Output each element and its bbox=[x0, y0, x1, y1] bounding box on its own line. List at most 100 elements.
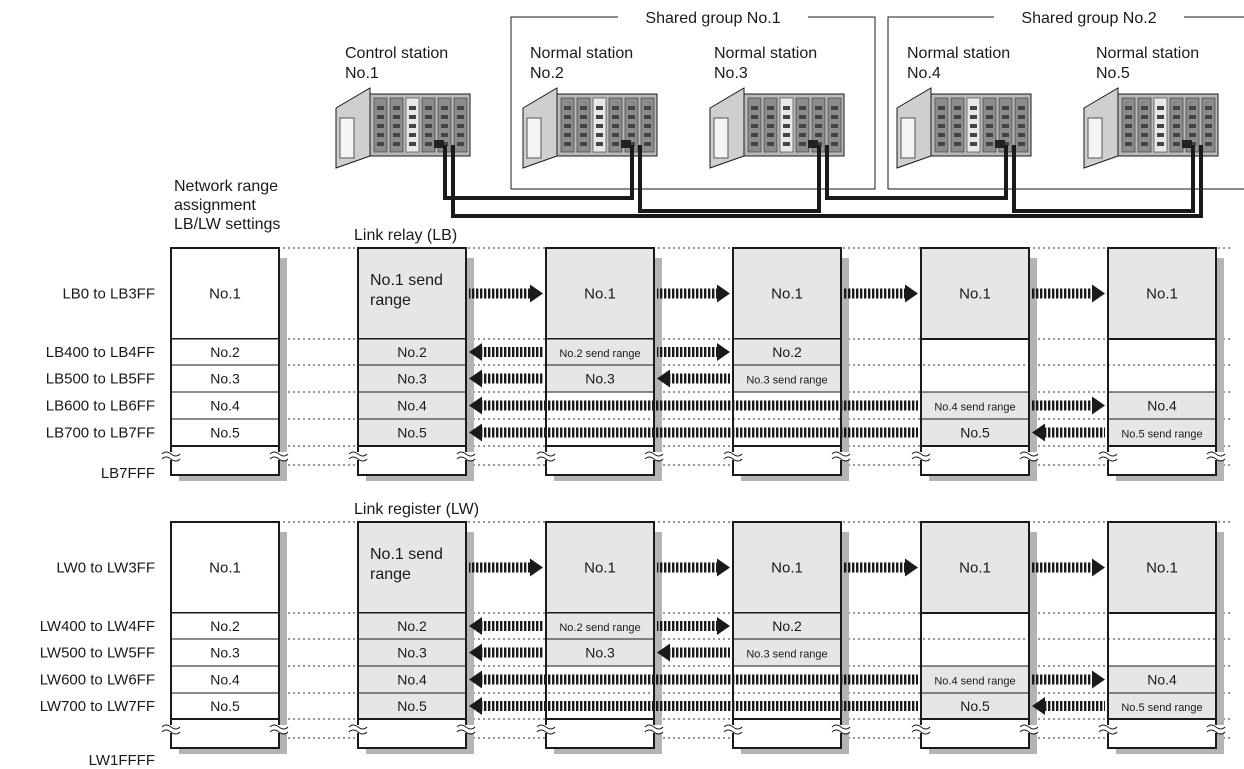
transfer-arrow bbox=[469, 343, 543, 361]
assignment-header-line: Network range bbox=[174, 178, 278, 195]
arrow-head bbox=[1092, 397, 1105, 415]
assignment-cell-text: No.3 bbox=[210, 645, 240, 661]
plc-led bbox=[799, 142, 806, 146]
plc-led bbox=[751, 115, 758, 119]
assignment-header-line: assignment bbox=[174, 197, 256, 214]
plc-led bbox=[954, 142, 961, 146]
plc-led bbox=[441, 124, 448, 128]
transfer-arrow bbox=[657, 343, 730, 361]
plc-side-slot bbox=[340, 118, 354, 158]
arrow-shaft bbox=[670, 374, 730, 384]
plc-led bbox=[580, 106, 587, 110]
station-label-line2: No.2 bbox=[530, 65, 564, 82]
plc-connector bbox=[808, 140, 818, 148]
range-end-label: LW1FFFF bbox=[89, 752, 155, 769]
station-label-line2: No.3 bbox=[714, 65, 748, 82]
row-address-label: LW500 to LW5FF bbox=[40, 645, 155, 662]
plc-led bbox=[1125, 142, 1132, 146]
plc-led bbox=[1189, 106, 1196, 110]
plc-led bbox=[783, 133, 790, 137]
plc-led bbox=[441, 115, 448, 119]
plc-station-icon bbox=[710, 88, 844, 168]
plc-led bbox=[938, 115, 945, 119]
plc-led bbox=[1189, 133, 1196, 137]
plc-led bbox=[628, 124, 635, 128]
plc-led bbox=[831, 142, 838, 146]
section-title: Link register (LW) bbox=[354, 501, 479, 518]
transfer-arrow bbox=[1032, 397, 1105, 415]
plc-led bbox=[628, 115, 635, 119]
plc-led bbox=[1002, 124, 1009, 128]
plc-led bbox=[815, 115, 822, 119]
break-gap bbox=[913, 452, 1037, 460]
shared-group-label: Shared group No.2 bbox=[1021, 10, 1156, 27]
break-gap bbox=[1100, 452, 1224, 460]
transfer-arrow bbox=[657, 285, 730, 303]
plc-led bbox=[441, 106, 448, 110]
plc-led bbox=[580, 142, 587, 146]
row-address-label: LB400 to LB4FF bbox=[46, 344, 155, 361]
transfer-arrow bbox=[469, 697, 918, 715]
row-address-label: LW700 to LW7FF bbox=[40, 698, 155, 715]
station-cell-text: No.3 bbox=[585, 645, 615, 661]
plc-led bbox=[596, 124, 603, 128]
station-cell-text: No.1 bbox=[584, 286, 616, 303]
arrow-shaft bbox=[482, 648, 543, 658]
station-cell-text: No.2 bbox=[772, 618, 802, 634]
plc-led bbox=[1157, 142, 1164, 146]
plc-led bbox=[986, 133, 993, 137]
break-gap bbox=[1100, 725, 1224, 733]
plc-led bbox=[954, 106, 961, 110]
plc-led bbox=[1189, 124, 1196, 128]
plc-led bbox=[1141, 142, 1148, 146]
plc-led bbox=[1018, 106, 1025, 110]
plc-led bbox=[1157, 115, 1164, 119]
station-cell-text: No.4 send range bbox=[934, 676, 1015, 688]
column-bottom bbox=[358, 446, 466, 475]
plc-led bbox=[783, 106, 790, 110]
station-cell-text: No.1 bbox=[1146, 560, 1178, 577]
plc-led bbox=[564, 124, 571, 128]
plc-led bbox=[1205, 124, 1212, 128]
arrow-shaft bbox=[657, 621, 717, 631]
station-cell-text: No.3 bbox=[397, 371, 427, 387]
plc-led bbox=[409, 124, 416, 128]
plc-led bbox=[970, 124, 977, 128]
plc-led bbox=[1018, 133, 1025, 137]
arrow-shaft bbox=[844, 563, 905, 573]
plc-led bbox=[628, 106, 635, 110]
transfer-arrow bbox=[657, 370, 730, 388]
plc-led bbox=[612, 133, 619, 137]
plc-led bbox=[564, 133, 571, 137]
plc-led bbox=[783, 142, 790, 146]
station-cell-text: No.5 bbox=[397, 698, 427, 714]
arrow-head bbox=[530, 559, 543, 577]
plc-led bbox=[409, 106, 416, 110]
plc-led bbox=[1157, 106, 1164, 110]
plc-station-icon bbox=[336, 88, 470, 168]
plc-led bbox=[938, 133, 945, 137]
assignment-cell-text: No.4 bbox=[210, 398, 240, 414]
plc-led bbox=[767, 142, 774, 146]
arrow-head bbox=[1092, 671, 1105, 689]
plc-led bbox=[393, 115, 400, 119]
transfer-arrow bbox=[469, 644, 543, 662]
arrow-head bbox=[717, 285, 730, 303]
plc-led bbox=[441, 133, 448, 137]
plc-led bbox=[1002, 115, 1009, 119]
plc-led bbox=[377, 115, 384, 119]
plc-led bbox=[1157, 133, 1164, 137]
arrow-head bbox=[905, 559, 918, 577]
plc-led bbox=[986, 142, 993, 146]
plc-led bbox=[564, 106, 571, 110]
plc-led bbox=[457, 133, 464, 137]
station-cell-text: No.5 send range bbox=[1121, 702, 1202, 714]
break-gap bbox=[538, 725, 662, 733]
station-cell-text: No.4 send range bbox=[934, 402, 1015, 414]
arrow-shaft bbox=[1032, 675, 1092, 685]
arrow-shaft bbox=[1045, 701, 1105, 711]
plc-led bbox=[815, 133, 822, 137]
plc-led bbox=[1205, 115, 1212, 119]
break-gap bbox=[725, 452, 849, 460]
row-address-label: LB500 to LB5FF bbox=[46, 371, 155, 388]
